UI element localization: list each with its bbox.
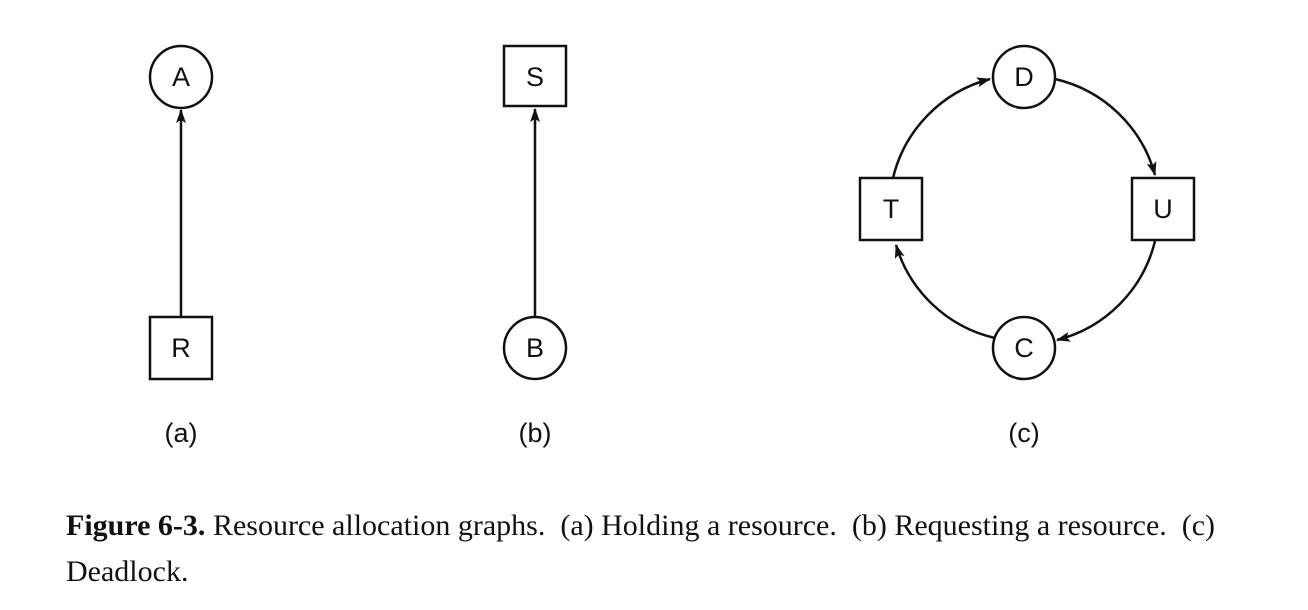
resource-node-t (858, 176, 924, 242)
figure-caption: Figure 6-3. Resource allocation graphs. … (66, 503, 1291, 595)
resource-node-t-label: T (883, 194, 900, 224)
process-node-b (502, 315, 568, 381)
process-node-c (991, 315, 1057, 381)
figure-number: Figure 6-3. (66, 509, 206, 542)
process-node-b-label: B (526, 333, 544, 363)
panel-a-label: (a) (165, 418, 198, 448)
resource-node-r (148, 315, 214, 381)
edge-c-to-t (894, 244, 996, 340)
edge-d-to-u (1054, 77, 1157, 176)
resource-node-s (502, 44, 568, 108)
process-node-c-label: C (1014, 333, 1034, 363)
resource-node-r-label: R (171, 333, 191, 363)
panel-a: A R (a) (148, 44, 214, 448)
process-node-d-label: D (1014, 62, 1034, 92)
caption-text: Resource allocation graphs. (a) Holding … (66, 509, 1223, 588)
edge-t-to-d (891, 77, 991, 179)
process-node-a-label: A (172, 62, 190, 92)
resource-node-s-label: S (526, 62, 544, 92)
panel-c: D U C T (c) (858, 44, 1196, 448)
edge-u-to-c (1056, 240, 1157, 342)
process-node-d (991, 44, 1057, 110)
resource-node-u-label: U (1153, 194, 1173, 224)
process-node-a (148, 44, 214, 110)
resource-node-u (1130, 176, 1196, 242)
panel-b: S B (b) (502, 44, 568, 448)
panel-b-label: (b) (519, 418, 552, 448)
resource-allocation-diagram: A R (a) S B (b) D U C T (c) (148, 44, 1196, 448)
panel-c-label: (c) (1008, 418, 1039, 448)
